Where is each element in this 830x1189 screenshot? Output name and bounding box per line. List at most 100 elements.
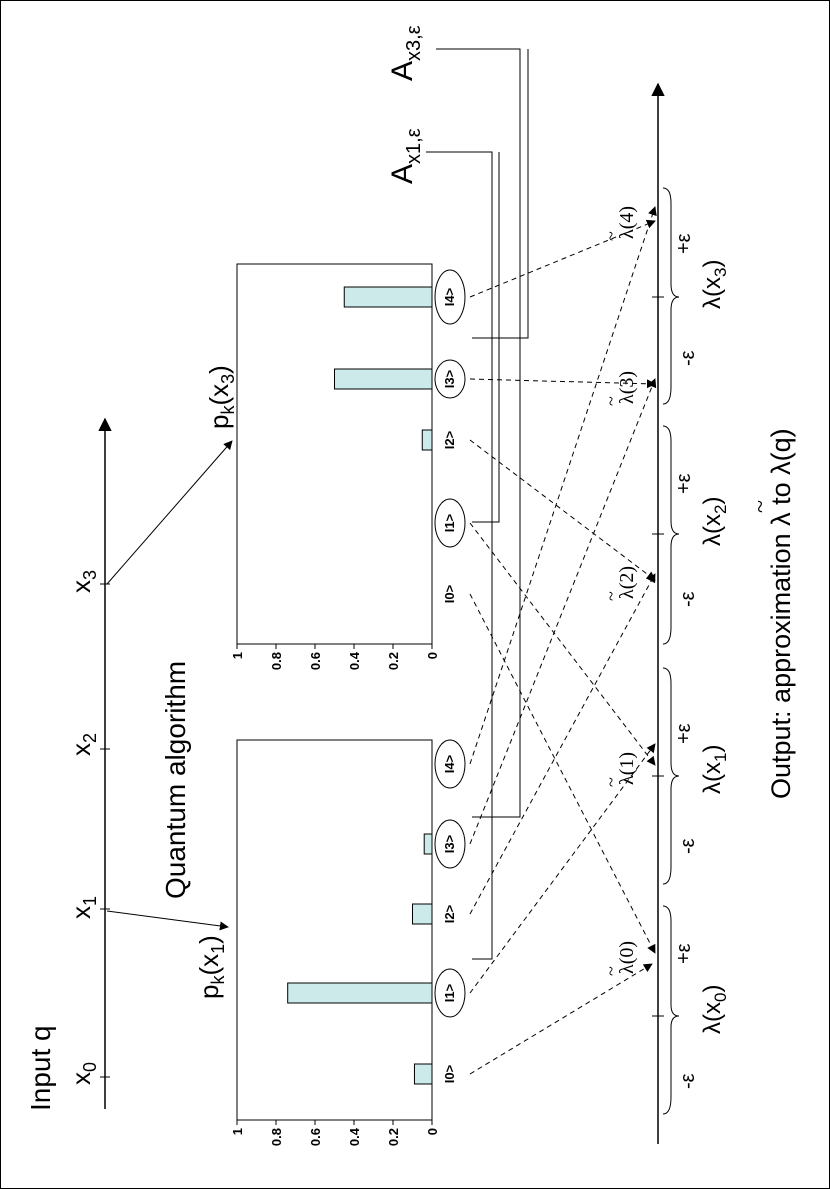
mapping-arrows xyxy=(469,206,657,1075)
operator-x1-line-b xyxy=(472,152,500,523)
y-tick-label: 1 xyxy=(230,1128,245,1135)
operator-x3-label: Ax3,ε xyxy=(386,25,425,81)
lambda-tilde-1: λ(1) xyxy=(616,752,638,785)
y-tick-label: 0.6 xyxy=(308,652,323,670)
map-c0-k1 xyxy=(469,743,656,994)
tilde-3: ~ xyxy=(601,396,621,406)
map-c0-k2 xyxy=(469,573,656,915)
arrow-x1-to-chart xyxy=(106,910,229,931)
lambda-tilde-labels: λ(0) ~ λ(1) ~ λ(2) ~ λ(3) ~ λ(4) ~ xyxy=(601,206,638,976)
ket-label-0: I0> xyxy=(442,1064,457,1083)
interval-2-minus: -ε xyxy=(677,591,699,607)
ket-circle-1 xyxy=(434,968,466,1018)
arrow-x3-to-chart xyxy=(106,440,233,585)
bar-ket-0 xyxy=(413,1063,433,1085)
lambda-tilde-4: λ(4) xyxy=(616,206,638,239)
bar-ket-3 xyxy=(423,833,433,855)
operator-x1-line-a xyxy=(426,151,493,960)
tick-label-x1: x1 xyxy=(66,896,100,919)
ket-label-2: I2> xyxy=(442,430,457,449)
chart-px1-ket-labels: I0> I1> I2> I3> I4> xyxy=(434,739,466,1083)
operator-lines xyxy=(426,48,529,960)
ket-circle-4 xyxy=(434,269,466,325)
y-tick-label: 0 xyxy=(425,1128,440,1135)
interval-labels: -ε +ε λ(x0) -ε +ε λ(x1) -ε +ε λ(x2) -ε +… xyxy=(673,233,730,1089)
ket-circle-3 xyxy=(434,819,466,869)
ket-label-1: I1> xyxy=(442,983,457,1002)
map-c1-k2 xyxy=(469,439,656,581)
chart-px3-ket-labels: I0> I1> I2> I3> I4> xyxy=(434,269,466,603)
ket-label-4: I4> xyxy=(442,754,457,773)
operator-x3-line-a xyxy=(436,48,521,818)
y-tick-label: 0.2 xyxy=(386,652,401,670)
interval-3-label: λ(x3) xyxy=(699,260,730,309)
interval-0-label: λ(x0) xyxy=(699,985,730,1034)
chart-px3: pk(x3) 00.20.40.60.81 xyxy=(204,263,440,670)
interval-2-plus: +ε xyxy=(673,473,695,494)
tilde-2: ~ xyxy=(601,591,621,601)
chart-px1-title: pk(x1) xyxy=(194,935,228,999)
operator-x1-label: Ax1,ε xyxy=(386,128,425,184)
bar-ket-2 xyxy=(421,429,433,451)
ket-label-1: I1> xyxy=(442,513,457,532)
map-c0-k4 xyxy=(469,206,657,765)
map-c1-k1 xyxy=(469,522,656,766)
interval-1-minus: -ε xyxy=(677,838,699,854)
tick-label-x2: x2 xyxy=(66,733,100,756)
chart-px3-plot-area xyxy=(236,263,433,645)
ket-circle-4 xyxy=(434,739,466,789)
chart-px3-y-axis: 00.20.40.60.81 xyxy=(230,644,440,670)
interval-3-plus: +ε xyxy=(673,233,695,254)
chart-px1-bars xyxy=(287,833,433,1085)
lambda-tilde-0: λ(0) xyxy=(616,941,638,974)
y-tick-label: 0.4 xyxy=(347,1127,362,1146)
chart-px1: pk(x1) 0 0.2 0.4 0.6 0.8 1 xyxy=(194,739,440,1146)
ket-circle-3 xyxy=(434,359,466,399)
chart-px1-plot-area xyxy=(236,739,433,1121)
tilde-4: ~ xyxy=(601,231,621,241)
map-c1-k4 xyxy=(469,219,656,298)
map-c1-k3 xyxy=(469,378,656,389)
map-c0-k0 xyxy=(469,963,653,1075)
bar-ket-2 xyxy=(412,903,433,925)
bar-ket-3 xyxy=(334,368,433,390)
input-label: Input q xyxy=(25,1025,56,1111)
chart-px3-bars xyxy=(334,286,433,451)
tick-label-x3: x3 xyxy=(66,570,100,593)
tilde-0: ~ xyxy=(601,966,621,976)
algorithm-label: Quantum algorithm xyxy=(160,661,191,899)
interval-braces xyxy=(662,187,680,1115)
ket-label-3: I3> xyxy=(442,369,457,388)
map-c0-k3 xyxy=(469,378,657,845)
interval-0-minus: -ε xyxy=(677,1073,699,1089)
output-label-tilde: ~ xyxy=(748,500,774,513)
map-c1-k0 xyxy=(469,593,656,954)
ket-label-3: I3> xyxy=(442,834,457,853)
lambda-tilde-2: λ(2) xyxy=(616,566,638,599)
tick-label-x0: x0 xyxy=(66,1062,100,1085)
chart-px1-y-axis: 0 0.2 0.4 0.6 0.8 1 xyxy=(230,1120,440,1146)
output-axis-ticks xyxy=(652,296,664,1017)
interval-1-label: λ(x1) xyxy=(699,745,730,794)
tilde-1: ~ xyxy=(601,777,621,787)
y-tick-label: 0.2 xyxy=(386,1128,401,1146)
bar-ket-4 xyxy=(343,286,433,308)
interval-0-plus: +ε xyxy=(673,943,695,964)
ket-label-2: I2> xyxy=(442,904,457,923)
interval-3-minus: -ε xyxy=(677,350,699,366)
interval-2-label: λ(x2) xyxy=(699,497,730,546)
operator-x3-line-b xyxy=(472,49,529,339)
y-tick-label: 0.6 xyxy=(308,1128,323,1146)
bar-ket-1 xyxy=(287,982,433,1004)
ket-label-4: I4> xyxy=(442,287,457,306)
lambda-tilde-3: λ(3) xyxy=(616,371,638,404)
ket-circle-1 xyxy=(434,498,466,548)
interval-1-plus: +ε xyxy=(673,723,695,744)
y-tick-label: 0 xyxy=(425,652,440,659)
y-tick-label: 0.8 xyxy=(269,652,284,670)
y-tick-label: 0.8 xyxy=(269,1128,284,1146)
ket-label-0: I0> xyxy=(442,584,457,603)
input-axis-ticks xyxy=(100,583,110,1078)
y-tick-label: 1 xyxy=(230,652,245,659)
